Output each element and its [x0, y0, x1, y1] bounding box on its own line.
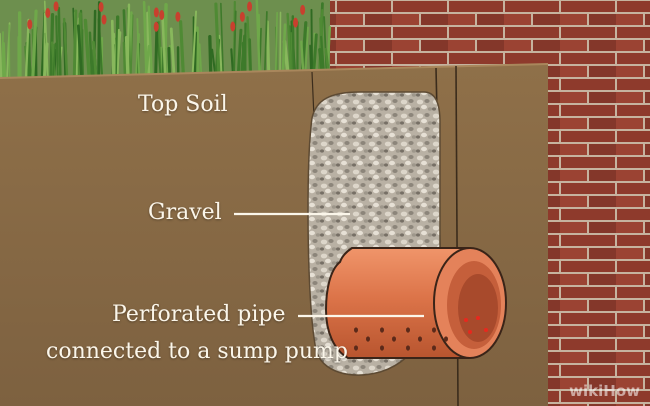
grass — [0, 0, 332, 82]
perforated-pipe-label: Perforated pipe — [112, 302, 286, 327]
sump-pump-label: connected to a sump pump — [46, 339, 348, 364]
top-soil-label: Top Soil — [138, 92, 228, 117]
watermark-logo: wikiHow — [569, 382, 640, 400]
perforated-pipe — [324, 247, 507, 359]
gravel-label: Gravel — [148, 200, 222, 225]
